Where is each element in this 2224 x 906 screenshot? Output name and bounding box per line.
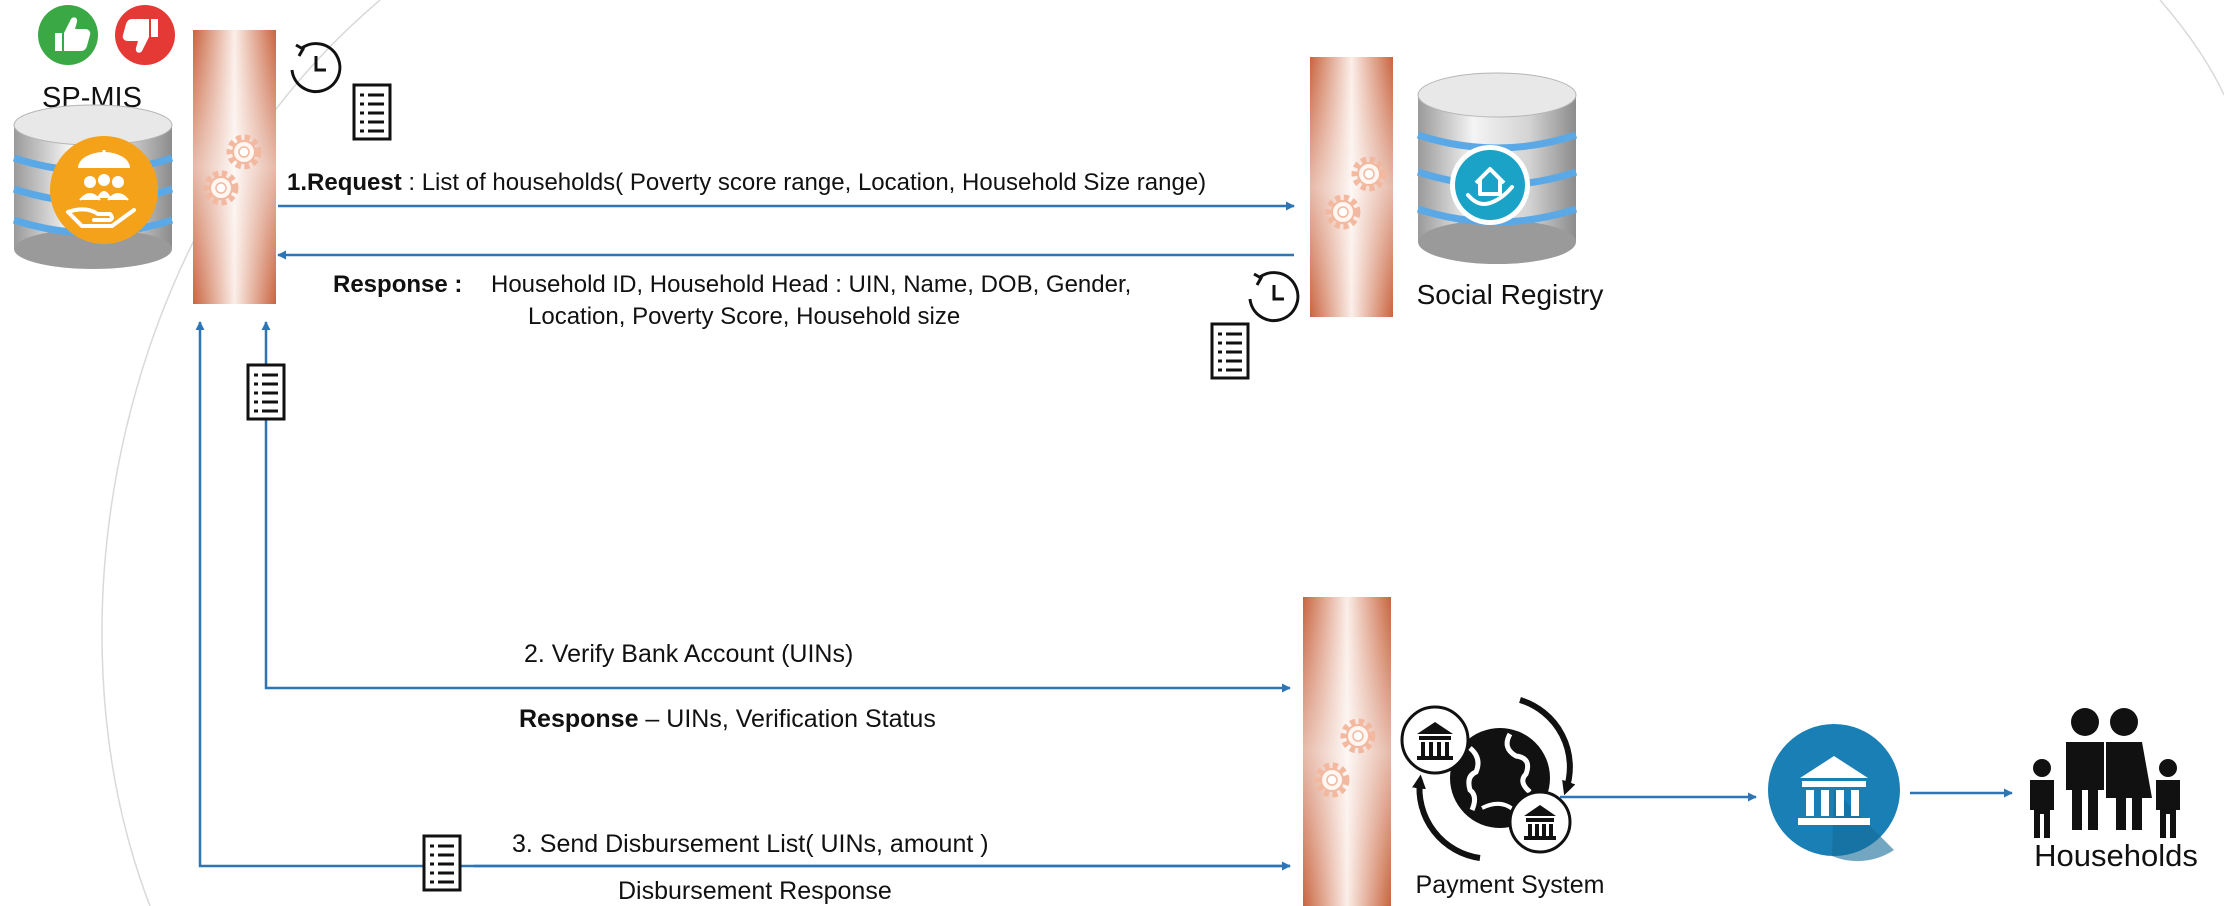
bank-icon [1768,724,1900,862]
bank-icon [1400,705,1470,775]
verify-response-bold: Response [519,705,639,733]
payment-gateway [1303,597,1391,906]
request-label-bold: 1.Request [287,169,402,196]
document-icon [246,363,286,421]
background-arc [101,0,381,906]
response-label-bold: Response : [333,271,462,298]
response-line-2: Location, Poverty Score, Household size [528,303,960,330]
thumbs-down-icon [115,5,175,65]
disbursement-response-label: Disbursement Response [618,877,892,905]
clock-icon [290,42,342,95]
spmis-gateway [193,30,276,304]
response-line-1: Household ID, Household Head : UIN, Name… [491,271,1131,298]
background-arc-right [2159,0,2224,96]
verify-response-label: Response – UINs, Verification Status [519,705,936,733]
payment-system-label: Payment System [1416,871,1605,899]
cycle-arrow-icon [1519,697,1576,796]
home-care-badge-icon [1450,145,1530,225]
request-label: 1.Request : List of households( Poverty … [287,169,1206,196]
document-icon [422,834,462,892]
request-label-rest: : List of households( Poverty score rang… [402,169,1206,196]
family-icon [2030,708,2180,838]
thumbs-up-icon [38,5,98,65]
registry-gateway [1310,57,1393,317]
disbursement-connector [195,321,1290,868]
social-protection-badge-icon [50,136,158,244]
households-label: Households [2034,838,2198,873]
verify-connector [261,321,1291,693]
cycle-arrow-icon [1412,774,1481,861]
response-label: Response : [333,271,462,298]
disbursement-label: 3. Send Disbursement List( UINs, amount … [512,830,989,858]
clock-icon [1248,271,1300,324]
verify-label: 2. Verify Bank Account (UINs) [524,640,853,668]
document-icon [1210,322,1250,380]
document-icon [352,83,392,141]
verify-response-rest: – UINs, Verification Status [638,705,935,733]
bank-icon [1508,790,1572,854]
social-registry-label: Social Registry [1417,279,1604,310]
